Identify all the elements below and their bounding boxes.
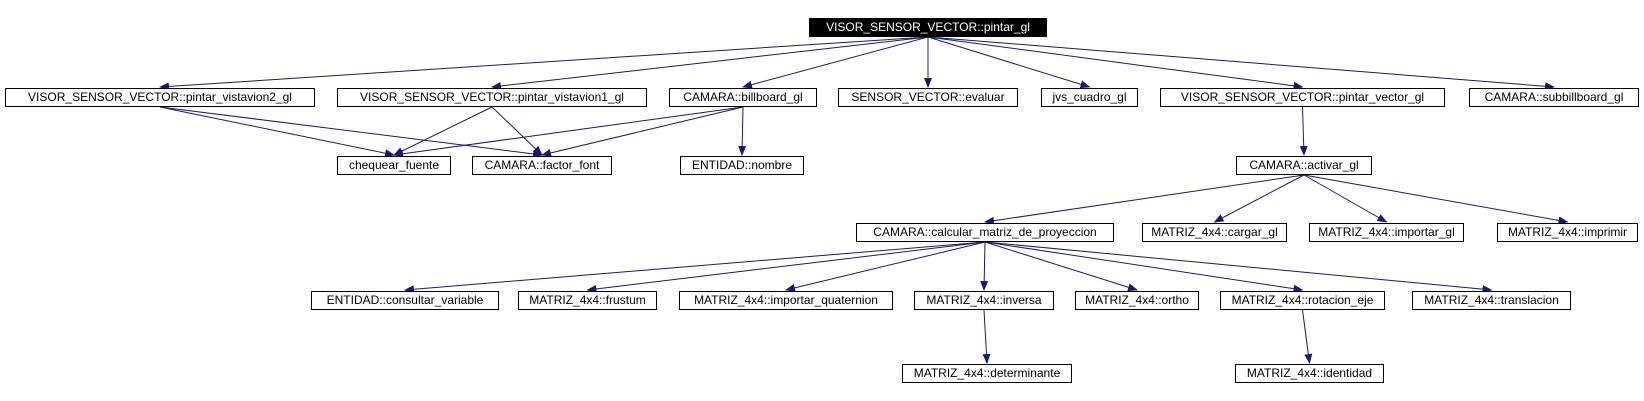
node-camara-activar-gl[interactable]: CAMARA::activar_gl [1236, 156, 1372, 175]
edge-rotacion-to-identidad [1302, 309, 1313, 364]
edge-activar-to-cargar [1213, 174, 1305, 223]
node-matriz-cargar-gl[interactable]: MATRIZ_4x4::cargar_gl [1142, 223, 1287, 242]
edge-calcular-to-rotacion [984, 241, 1304, 293]
edge-billboard-to-factor [541, 106, 744, 157]
edge-vista2-to-chequear [159, 106, 395, 158]
node-matriz-translacion[interactable]: MATRIZ_4x4::translacion [1412, 291, 1571, 310]
node-matriz-identidad[interactable]: MATRIZ_4x4::identidad [1235, 364, 1384, 383]
node-sensor-vector-evaluar[interactable]: SENSOR_VECTOR::evaluar [838, 88, 1018, 107]
node-pintar-vector-gl[interactable]: VISOR_SENSOR_VECTOR::pintar_vector_gl [1160, 88, 1445, 107]
edge-root-to-vista1 [491, 36, 929, 90]
edge-calcular-to-ortho [984, 241, 1138, 292]
node-camara-billboard-gl[interactable]: CAMARA::billboard_gl [669, 88, 817, 107]
edge-billboard-to-chequear [393, 106, 744, 158]
node-matriz-inversa[interactable]: MATRIZ_4x4::inversa [914, 291, 1054, 310]
node-camara-subbillboard-gl[interactable]: CAMARA::subbillboard_gl [1469, 88, 1639, 107]
edge-calcular-to-frustum [586, 241, 986, 293]
node-calcular-matriz-de-proyeccion[interactable]: CAMARA::calcular_matriz_de_proyeccion [856, 223, 1114, 242]
edge-root-to-vista2 [159, 36, 929, 91]
edge-calcular-to-consultar [404, 241, 986, 294]
edge-vista2-to-factor [159, 106, 543, 158]
node-camara-factor-font[interactable]: CAMARA::factor_font [472, 156, 612, 175]
node-matriz-ortho[interactable]: MATRIZ_4x4::ortho [1075, 291, 1199, 310]
node-matriz-determinante[interactable]: MATRIZ_4x4::determinante [902, 364, 1072, 383]
node-matriz-frustum[interactable]: MATRIZ_4x4::frustum [518, 291, 657, 310]
edge-root-to-subbill [927, 36, 1555, 91]
node-matriz-rotacion-eje[interactable]: MATRIZ_4x4::rotacion_eje [1220, 291, 1385, 310]
edge-calcular-to-traslacion [984, 241, 1493, 294]
node-matriz-importar-gl[interactable]: MATRIZ_4x4::importar_gl [1309, 223, 1464, 242]
edge-vista1-to-chequear [393, 106, 493, 156]
edge-root-to-cuadro [927, 36, 1091, 89]
edge-calcular-to-inversa [980, 241, 989, 291]
node-visor-sensor-vector-pintar-gl[interactable]: VISOR_SENSOR_VECTOR::pintar_gl [809, 18, 1047, 37]
edge-activar-to-importar [1303, 174, 1388, 223]
edge-inversa-to-determinante [982, 309, 991, 364]
node-matriz-importar-quaternion[interactable]: MATRIZ_4x4::importar_quaternion [679, 291, 893, 310]
node-jvs-cuadro-gl[interactable]: jvs_cuadro_gl [1041, 88, 1138, 107]
edge-calcular-to-quaternion [785, 241, 986, 292]
node-pintar-vistavion1-gl[interactable]: VISOR_SENSOR_VECTOR::pintar_vistavion1_g… [337, 88, 647, 107]
edge-pvector-to-activar [1299, 106, 1308, 156]
edge-vista1-to-factor [491, 106, 543, 156]
node-pintar-vistavion2-gl[interactable]: VISOR_SENSOR_VECTOR::pintar_vistavion2_g… [5, 88, 315, 107]
edge-activar-to-calcular [984, 174, 1305, 225]
node-entidad-nombre[interactable]: ENTIDAD::nombre [680, 156, 804, 175]
edge-billboard-to-nombre [738, 106, 747, 156]
node-chequear-fuente[interactable]: chequear_fuente [337, 156, 451, 175]
node-entidad-consultar-variable[interactable]: ENTIDAD::consultar_variable [311, 291, 499, 310]
edge-activar-to-imprimir [1303, 174, 1569, 225]
node-matriz-imprimir[interactable]: MATRIZ_4x4::imprimir [1497, 223, 1638, 242]
edge-root-to-pvector [927, 36, 1304, 90]
edge-root-to-billboard [742, 36, 929, 89]
